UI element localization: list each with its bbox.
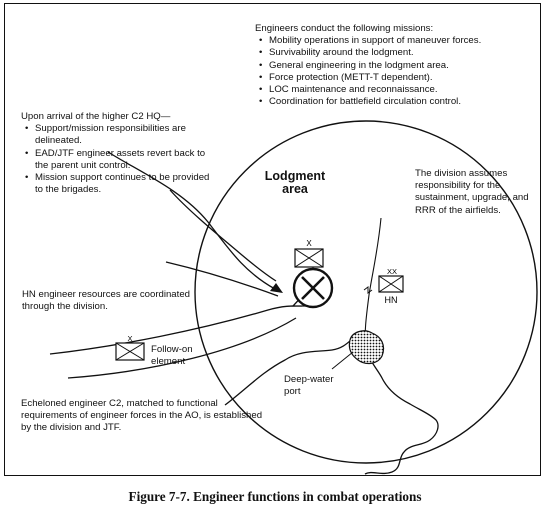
missions-item: Survivability around the lodgment. (259, 47, 485, 59)
arrival-list: Support/mission responsibilities are del… (21, 123, 213, 196)
hn-note: HN engineer resources are coordinated th… (22, 289, 190, 313)
brigade-echelon-mark: X (306, 239, 312, 248)
figure-caption: Figure 7-7. Engineer functions in combat… (128, 489, 422, 504)
deep-water-port-label: Deep-water port (284, 374, 334, 398)
figure-frame (4, 3, 541, 476)
port-pointer-line (331, 351, 354, 370)
missions-heading: Engineers conduct the following missions… (255, 23, 434, 34)
missions-item: Coordination for battlefield circulation… (259, 96, 485, 108)
missions-list: Mobility operations in support of maneuv… (255, 35, 485, 108)
arrival-item: EAD/JTF engineer assets revert back to t… (25, 148, 213, 172)
division-note: The division assumes responsibility for … (415, 168, 529, 216)
missions-note: Engineers conduct the following missions… (255, 23, 485, 109)
lodgment-area-label: Lodgment area (264, 169, 326, 196)
arrival-item: Mission support continues to be provided… (25, 172, 213, 196)
brigade-box-diag-b (294, 248, 324, 268)
brigade-arrow-line (169, 189, 277, 282)
coastline (224, 334, 439, 475)
deep-water-port-shape (348, 330, 385, 365)
follow-on-label: Follow-on element (151, 344, 193, 368)
boundary-mark (363, 286, 373, 294)
follow-on-echelon-mark: X (127, 334, 132, 343)
missions-item: General engineering in the lodgment area… (259, 60, 485, 72)
arrival-heading: Upon arrival of the higher C2 HQ— (21, 111, 171, 122)
hn-echelon-mark: XX (387, 267, 397, 276)
arrival-arrowhead (270, 283, 283, 293)
follow-on-arrow-upper (49, 305, 303, 355)
missions-item: Mobility operations in support of maneuv… (259, 35, 485, 47)
follow-box-diag-b (115, 342, 145, 361)
hn-unit-label: HN (385, 295, 398, 305)
missions-item: Force protection (METT-T dependent). (259, 72, 485, 84)
arrival-item: Support/mission responsibilities are del… (25, 123, 213, 147)
arrival-note: Upon arrival of the higher C2 HQ— Suppor… (21, 111, 213, 196)
follow-on-arrow-lower (67, 317, 297, 379)
airfield-cross-b (301, 276, 325, 300)
hn-arrow-line (165, 261, 279, 297)
echelon-note: Echeloned engineer C2, matched to functi… (21, 398, 263, 434)
missions-item: LOC maintenance and reconnaissance. (259, 84, 485, 96)
lodgment-area-circle (194, 120, 538, 464)
hn-box-diag-b (378, 275, 404, 293)
